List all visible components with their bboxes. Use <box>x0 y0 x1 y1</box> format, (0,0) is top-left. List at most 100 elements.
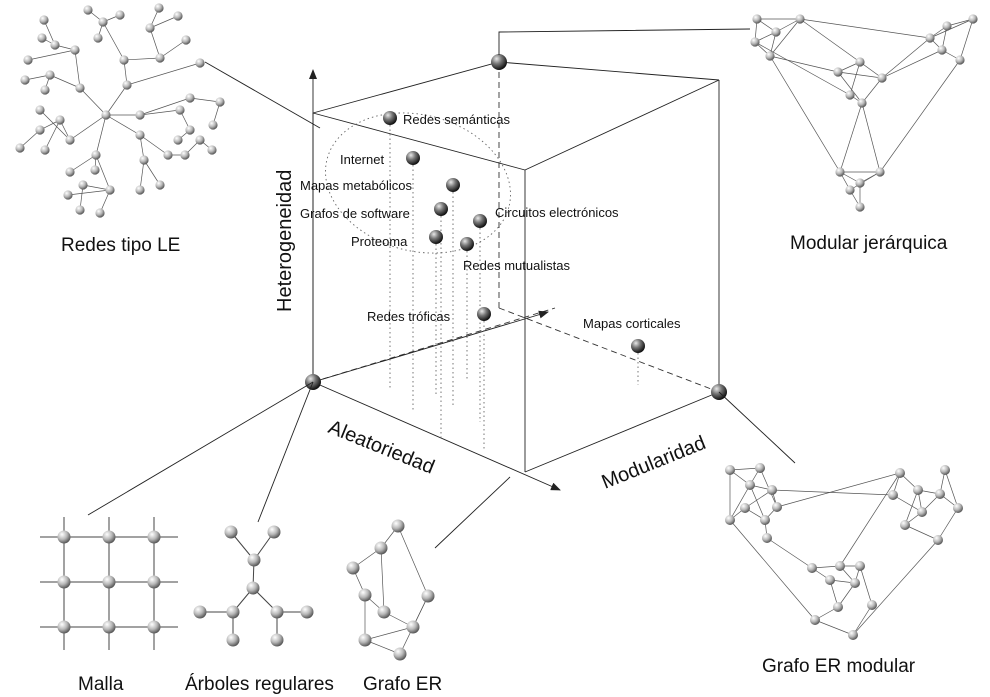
hier-edge <box>754 41 851 96</box>
le-edge <box>69 154 97 173</box>
malla-node <box>147 530 161 544</box>
le-edge <box>123 57 161 61</box>
hier-node <box>875 167 885 177</box>
hier-edge <box>799 18 931 39</box>
le-node <box>173 11 183 21</box>
le-edge <box>139 109 181 116</box>
ermod-edge <box>776 472 901 508</box>
er-node <box>393 647 407 661</box>
axis-heterogeneidad-label: Heterogeneidad <box>274 170 296 312</box>
tree-node <box>270 633 284 647</box>
point-circuitos-label: Circuitos electrónicos <box>495 205 619 220</box>
le-node <box>95 208 105 218</box>
malla-node <box>102 620 116 634</box>
ermod-node <box>767 485 777 495</box>
le-node <box>145 23 155 33</box>
drop-lines <box>389 125 639 450</box>
hier-node <box>765 51 775 61</box>
cube <box>309 61 720 491</box>
ermod-edge <box>944 469 959 509</box>
hier-node <box>845 90 855 100</box>
hier-node <box>855 202 865 212</box>
hier-edge <box>959 18 974 61</box>
tree-node <box>270 605 284 619</box>
le-node <box>119 55 129 65</box>
le-node <box>135 110 145 120</box>
hier-node <box>942 21 952 31</box>
le-edge <box>44 119 61 151</box>
le-node <box>93 33 103 43</box>
ermod-node <box>850 578 860 588</box>
hier-node <box>855 57 865 67</box>
le-edge <box>74 49 81 89</box>
inset-redes-tipo-le <box>15 3 225 218</box>
le-node <box>63 190 73 200</box>
ermod-edge <box>892 494 923 513</box>
le-edge <box>143 159 161 186</box>
ermod-edge <box>729 467 761 471</box>
le-edge <box>105 114 141 136</box>
ermod-node <box>745 480 755 490</box>
label-modular-jerarquica: Modular jerárquica <box>790 233 948 254</box>
ermod-node <box>953 503 963 513</box>
point-mapas-metabolicos-label: Mapas metabólicos <box>300 178 412 193</box>
le-node <box>90 165 100 175</box>
le-node <box>98 17 108 27</box>
er-node <box>377 605 391 619</box>
le-node <box>40 85 50 95</box>
le-node <box>78 180 88 190</box>
le-node <box>35 105 45 115</box>
le-node <box>70 45 80 55</box>
hier-edge <box>881 49 943 79</box>
ermod-node <box>725 465 735 475</box>
point-mapas-metabolicos <box>446 178 460 192</box>
ermod-node <box>760 515 770 525</box>
er-node <box>358 633 372 647</box>
hier-node <box>833 67 843 77</box>
hier-edge <box>849 171 881 191</box>
label-grafo-er-modular: Grafo ER modular <box>762 656 916 677</box>
le-node <box>101 110 111 120</box>
le-node <box>20 75 30 85</box>
hier-node <box>795 14 805 24</box>
point-proteoma <box>429 230 443 244</box>
le-edge <box>79 87 107 116</box>
hier-edge <box>861 102 881 173</box>
le-node <box>185 125 195 135</box>
le-node <box>180 150 190 160</box>
tree-node <box>226 633 240 647</box>
hier-node <box>855 178 865 188</box>
axis-modularidad-label: Modularidad <box>599 432 709 494</box>
le-node <box>40 145 50 155</box>
er-node <box>346 561 360 575</box>
le-node <box>55 115 65 125</box>
point-grafos-software-label: Grafos de software <box>300 206 410 221</box>
er-edge <box>397 525 429 597</box>
ermod-node <box>917 507 927 517</box>
tree-node <box>247 553 261 567</box>
hier-node <box>771 27 781 37</box>
malla-node <box>57 530 71 544</box>
le-node <box>155 180 165 190</box>
point-internet-label: Internet <box>340 152 384 167</box>
hier-node <box>835 167 845 177</box>
ermod-edge <box>766 537 813 569</box>
ermod-edge <box>814 619 854 636</box>
hier-edge <box>849 61 861 96</box>
connectors <box>87 28 796 549</box>
ermod-node <box>772 502 782 512</box>
hier-edge <box>837 71 863 104</box>
ermod-node <box>933 535 943 545</box>
ermod-node <box>807 563 817 573</box>
ermod-node <box>810 615 820 625</box>
ermod-edge <box>904 524 939 541</box>
le-edge <box>67 189 111 196</box>
hier-node <box>752 14 762 24</box>
ermod-edge <box>729 484 751 521</box>
point-internet <box>406 151 420 165</box>
point-redes-troficas <box>477 307 491 321</box>
point-proteoma-label: Proteoma <box>351 234 408 249</box>
le-edge <box>95 154 111 191</box>
le-node <box>163 150 173 160</box>
le-node <box>45 70 55 80</box>
